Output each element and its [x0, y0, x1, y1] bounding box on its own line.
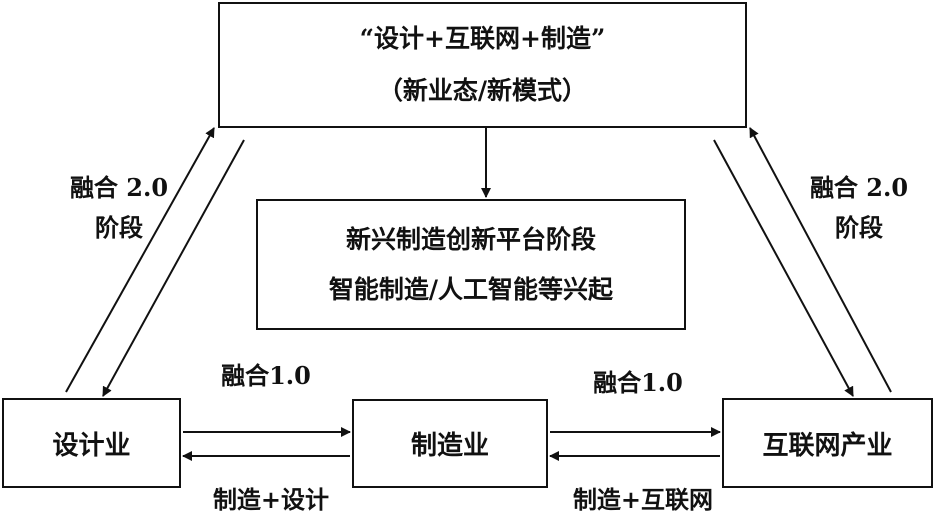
- node-manufacturing-label: 制造业: [410, 431, 489, 461]
- fusion-left-label: 融合1.0: [221, 361, 311, 390]
- arrow-top-to-design: [102, 139, 245, 397]
- left-stage-line1: 融合 2.0: [69, 173, 169, 202]
- arrow-top-to-internet: [713, 139, 854, 397]
- left-stage-line2: 阶段: [95, 213, 143, 242]
- platform-stage-subtitle: 智能制造/人工智能等兴起: [328, 274, 614, 304]
- right-stage-line1: 融合 2.0: [809, 173, 909, 202]
- right-fusion-stage-label: 融合 2.0 阶段: [784, 168, 934, 248]
- top-concept-box: “设计+互联网+制造” （新业态/新模式）: [218, 2, 747, 128]
- node-design-label: 设计业: [52, 430, 131, 461]
- node-manufacturing-industry: 制造业: [352, 399, 548, 488]
- mfg-design-label: 制造+设计: [212, 485, 330, 514]
- arrow-internet-to-top: [749, 127, 892, 393]
- node-internet-industry: 互联网产业: [722, 398, 933, 488]
- platform-stage-box: 新兴制造创新平台阶段 智能制造/人工智能等兴起: [256, 199, 686, 330]
- platform-stage-title: 新兴制造创新平台阶段: [345, 224, 596, 254]
- top-box-subtitle: （新业态/新模式）: [377, 76, 588, 105]
- top-box-title: “设计+互联网+制造”: [359, 24, 606, 53]
- right-stage-line2: 阶段: [835, 213, 883, 242]
- fusion-right-label: 融合1.0: [593, 368, 683, 397]
- left-fusion-stage-label: 融合 2.0 阶段: [44, 168, 194, 248]
- mfg-internet-label: 制造+互联网: [572, 485, 714, 514]
- node-design-industry: 设计业: [2, 398, 181, 488]
- arrow-design-to-top: [65, 127, 215, 393]
- node-internet-label: 互联网产业: [762, 430, 893, 461]
